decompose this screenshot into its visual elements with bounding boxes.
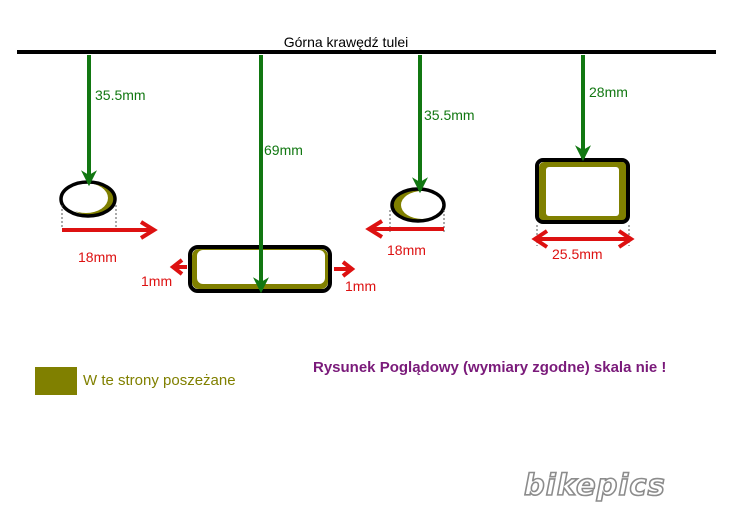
hole-4-width-label: 25.5mm [552, 246, 603, 262]
hole-2-side-left-label: 1mm [141, 273, 172, 289]
hole-2-right-arrowhead [341, 260, 356, 278]
hole-4-width-arrowhead-left [531, 229, 549, 249]
legend: W te strony poszeżane [35, 367, 236, 395]
legend-label: W te strony poszeżane [83, 372, 236, 389]
hole-1-width-arrowhead [139, 220, 158, 240]
hole-3-depth-label: 35.5mm [424, 107, 475, 123]
hole-2: 69mm 1mm 1mm [141, 55, 376, 294]
hole-3-width-label: 18mm [387, 242, 426, 258]
hole-2-left-arrowhead [169, 258, 184, 276]
hole-2-depth-label: 69mm [264, 142, 303, 158]
hole-2-side-right-label: 1mm [345, 278, 376, 294]
hole-3-width-arrowhead [365, 219, 384, 239]
hole-1-interior [64, 183, 108, 213]
hole-3-interior [401, 191, 443, 219]
legend-swatch [35, 367, 77, 395]
hole-1-width-label: 18mm [78, 249, 117, 265]
hole-4-depth-label: 28mm [589, 84, 628, 100]
hole-4-interior [546, 167, 619, 216]
hole-4: 28mm 25.5mm [531, 55, 635, 262]
hole-1-depth-label: 35.5mm [95, 87, 146, 103]
hole-1: 35.5mm 18mm [59, 55, 158, 265]
title-label: Górna krawędź tulei [284, 34, 409, 50]
note-text: Rysunek Poglądowy (wymiary zgodne) skala… [313, 359, 667, 376]
hole-3: 35.5mm 18mm [365, 55, 475, 258]
hole-4-width-arrowhead-right [617, 229, 635, 249]
bikepics-logo: bikepics [523, 467, 666, 503]
